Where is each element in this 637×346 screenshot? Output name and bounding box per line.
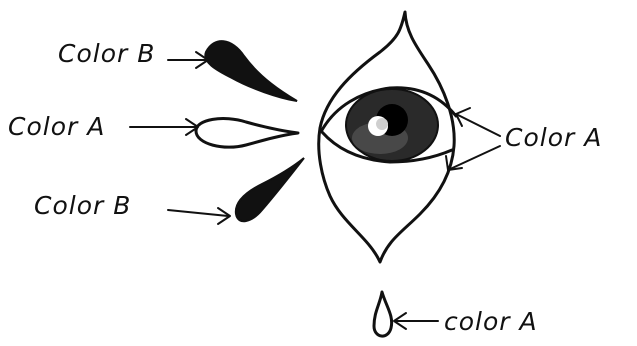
label-color-a-right: Color A	[505, 123, 602, 152]
middle-petal-color-a	[196, 119, 298, 148]
label-color-a-bottom: color A	[444, 307, 538, 336]
arrow-color-a-right-upper	[456, 108, 500, 136]
top-petal-color-b	[205, 41, 297, 101]
label-color-b-top: Color B	[58, 39, 155, 68]
arrow-color-a-bottom	[394, 313, 438, 329]
label-color-a-left: Color A	[8, 112, 105, 141]
arrow-color-b-top	[168, 52, 208, 68]
arrow-color-b-bottom	[168, 208, 230, 224]
arrow-color-a-left	[130, 119, 198, 135]
teardrop-icon	[374, 292, 392, 336]
eye-highlight-inner	[376, 118, 388, 130]
label-color-b-bottom: Color B	[34, 191, 131, 220]
bottom-petal-color-b	[236, 158, 304, 221]
eye-icon	[319, 12, 456, 262]
